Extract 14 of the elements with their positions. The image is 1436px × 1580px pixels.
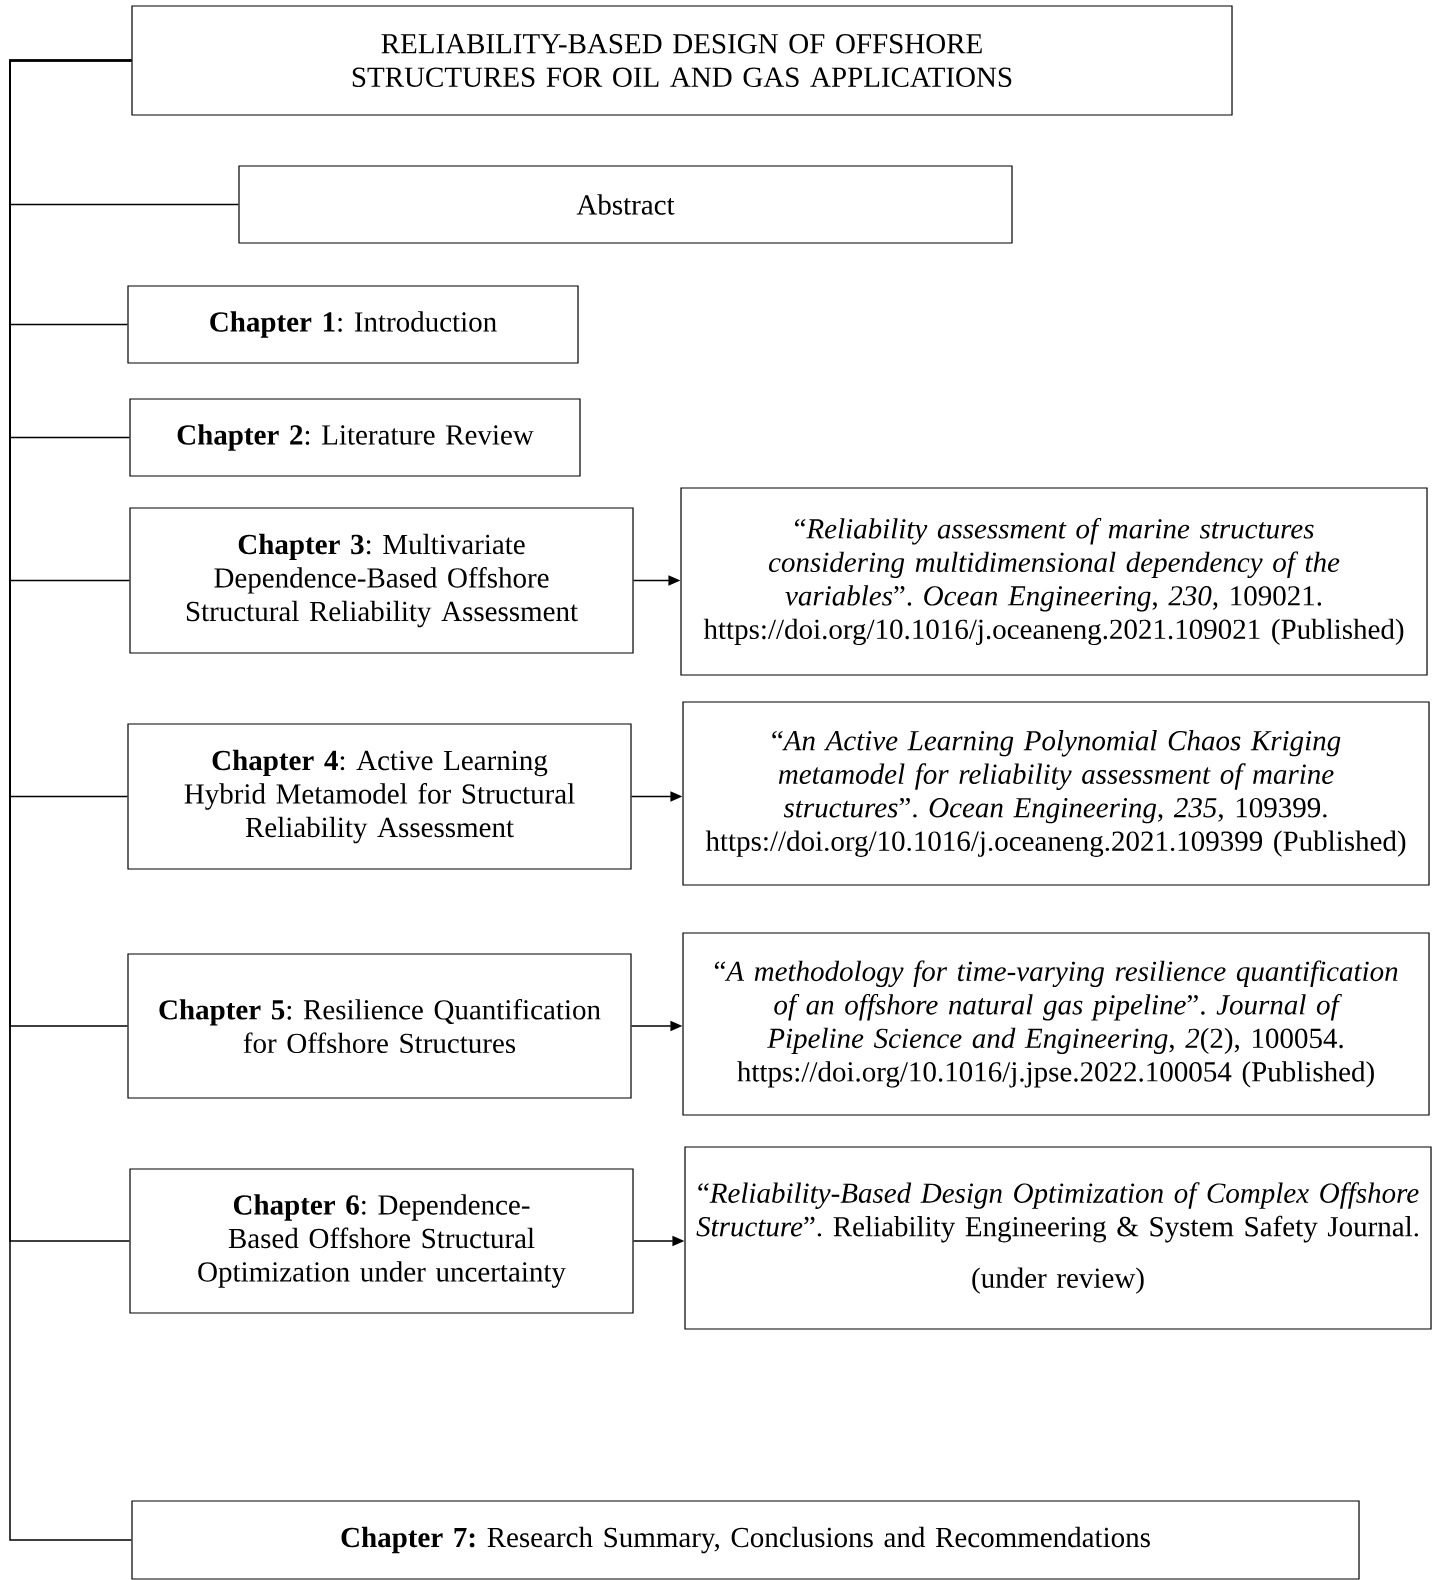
- chapter-box: Chapter 4: Active Learning Hybrid Metamodel for Structural Reliability Assessment: [127, 723, 632, 870]
- chapter-box: Chapter 1: Introduction: [127, 285, 579, 364]
- publication-box: “A methodology for time-varying resilience quantification of an offshore natural gas pipeline”. Journal of Pipeline Science and Engineering, 2(2), 100054. https://doi.org/10.1016/j.jpse.2022.100054 (Published): [682, 932, 1430, 1116]
- connector-line: [9, 59, 133, 1541]
- chapter-box: Chapter 5: Resilience Quantification for Offshore Structures: [127, 953, 632, 1099]
- section-box: Abstract: [238, 165, 1013, 244]
- publication-box: “Reliability assessment of marine structures considering multidimensional dependency of the variables”. Ocean Engineering, 230, 109021. https://doi.org/10.1016/j.oceaneng.2021.109021 (Published): [680, 487, 1428, 676]
- chapter-box: Chapter 6: Dependence-Based Offshore Structural Optimization under uncertainty: [129, 1168, 634, 1314]
- chapter-box: Chapter 3: Multivariate Dependence-Based Offshore Structural Reliability Assessment: [129, 507, 634, 654]
- publication-box: “An Active Learning Polynomial Chaos Kriging metamodel for reliability assessment of marine structures”. Ocean Engineering, 235, 109399. https://doi.org/10.1016/j.oceaneng.2021.109399 (Published): [682, 701, 1430, 886]
- title-box: RELIABILITY-BASED DESIGN OF OFFSHORE STRUCTURES FOR OIL AND GAS APPLICATIONS: [131, 5, 1233, 116]
- chapter-box: Chapter 7: Research Summary, Conclusions and Recommendations: [131, 1500, 1360, 1580]
- publication-box: “Reliability-Based Design Optimization of Complex Offshore Structure”. Reliability Engineering & System Safety Journal. (under review): [684, 1146, 1432, 1330]
- chapter-box: Chapter 2: Literature Review: [129, 398, 581, 477]
